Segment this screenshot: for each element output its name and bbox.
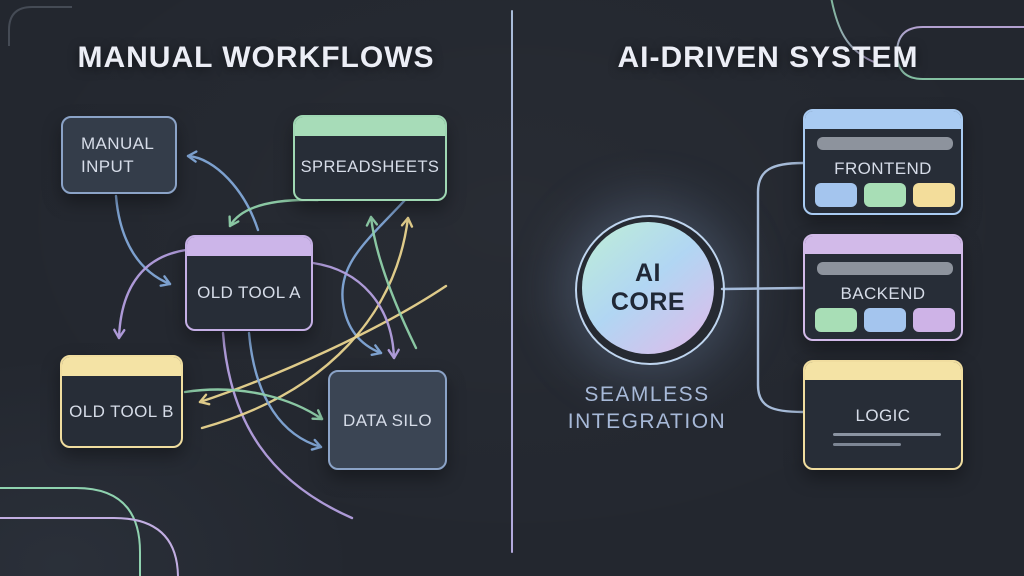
chip-blue [864, 308, 906, 332]
ai-core-label-line2: CORE [610, 288, 686, 316]
node-label: OLD TOOL A [197, 283, 301, 302]
card-label: BACKEND [840, 284, 926, 303]
node-header-bar [295, 117, 445, 136]
decoration-bottom-left-purple [0, 517, 179, 576]
edge-old-tool-a-to-data-silo [311, 261, 400, 360]
chip-yellow [913, 183, 955, 207]
edge-manual-input-to-old-tool-a [114, 194, 172, 287]
node-label: OLD TOOL B [69, 401, 174, 421]
edge-spreadsheets-to-old-tool-a [228, 198, 320, 228]
chip-purple [913, 308, 955, 332]
right-panel-title: AI-DRIVEN SYSTEM [617, 41, 919, 74]
node-label: SPREADSHEETS [300, 158, 440, 176]
card-label: FRONTEND [834, 159, 932, 178]
ai-core-ring [575, 215, 725, 365]
edge-old-tool-a-to-data-silo-lower [247, 331, 323, 451]
logic-text-line-2 [833, 443, 901, 446]
seamless-integration-caption: SEAMLESS INTEGRATION [540, 381, 754, 435]
caption-line1: SEAMLESS [584, 383, 710, 406]
card-chips [815, 183, 955, 207]
edge-old-tool-a-to-old-tool-b-purple [113, 248, 188, 340]
ai-core-label-line1: AI [635, 259, 661, 287]
card-header-bar [805, 362, 961, 380]
card-backend: BACKEND [803, 234, 963, 341]
edge-old-tool-a-to-spreadsheets [365, 215, 418, 350]
node-label: MANUAL INPUT [81, 134, 154, 176]
card-chips [815, 308, 955, 332]
node-spreadsheets: SPREADSHEETS [293, 115, 447, 201]
node-old-tool-b: OLD TOOL B [60, 355, 183, 448]
ai-core-circle: AI CORE [582, 222, 714, 354]
card-label: LOGIC [855, 406, 911, 425]
card-header-bar [805, 111, 961, 129]
chip-green [815, 308, 857, 332]
logic-text-line-1 [833, 433, 941, 436]
card-header-bar [805, 236, 961, 254]
card-logic: LOGIC [803, 360, 963, 470]
card-frontend: FRONTEND [803, 109, 963, 215]
connector-core-branch [756, 161, 805, 414]
node-data-silo: DATA SILO [328, 370, 447, 470]
panel-divider [511, 10, 513, 553]
node-old-tool-a: OLD TOOL A [185, 235, 313, 331]
chip-green [864, 183, 906, 207]
node-manual-input: MANUAL INPUT [61, 116, 177, 194]
ai-core-connectors [720, 161, 805, 414]
chip-blue [815, 183, 857, 207]
decoration-bottom-left-green [0, 487, 141, 576]
node-header-bar [62, 357, 181, 376]
node-header-bar [187, 237, 311, 256]
title-bar-placeholder [817, 137, 953, 150]
caption-line2: INTEGRATION [567, 410, 727, 433]
edge-spreadsheets-to-manual-input [186, 150, 260, 232]
title-bar-placeholder [817, 262, 953, 275]
connector-core-to-backend [720, 286, 805, 291]
node-label: DATA SILO [343, 410, 432, 430]
edge-old-tool-b-to-data-silo [183, 388, 324, 421]
left-panel-title: MANUAL WORKFLOWS [77, 41, 435, 74]
